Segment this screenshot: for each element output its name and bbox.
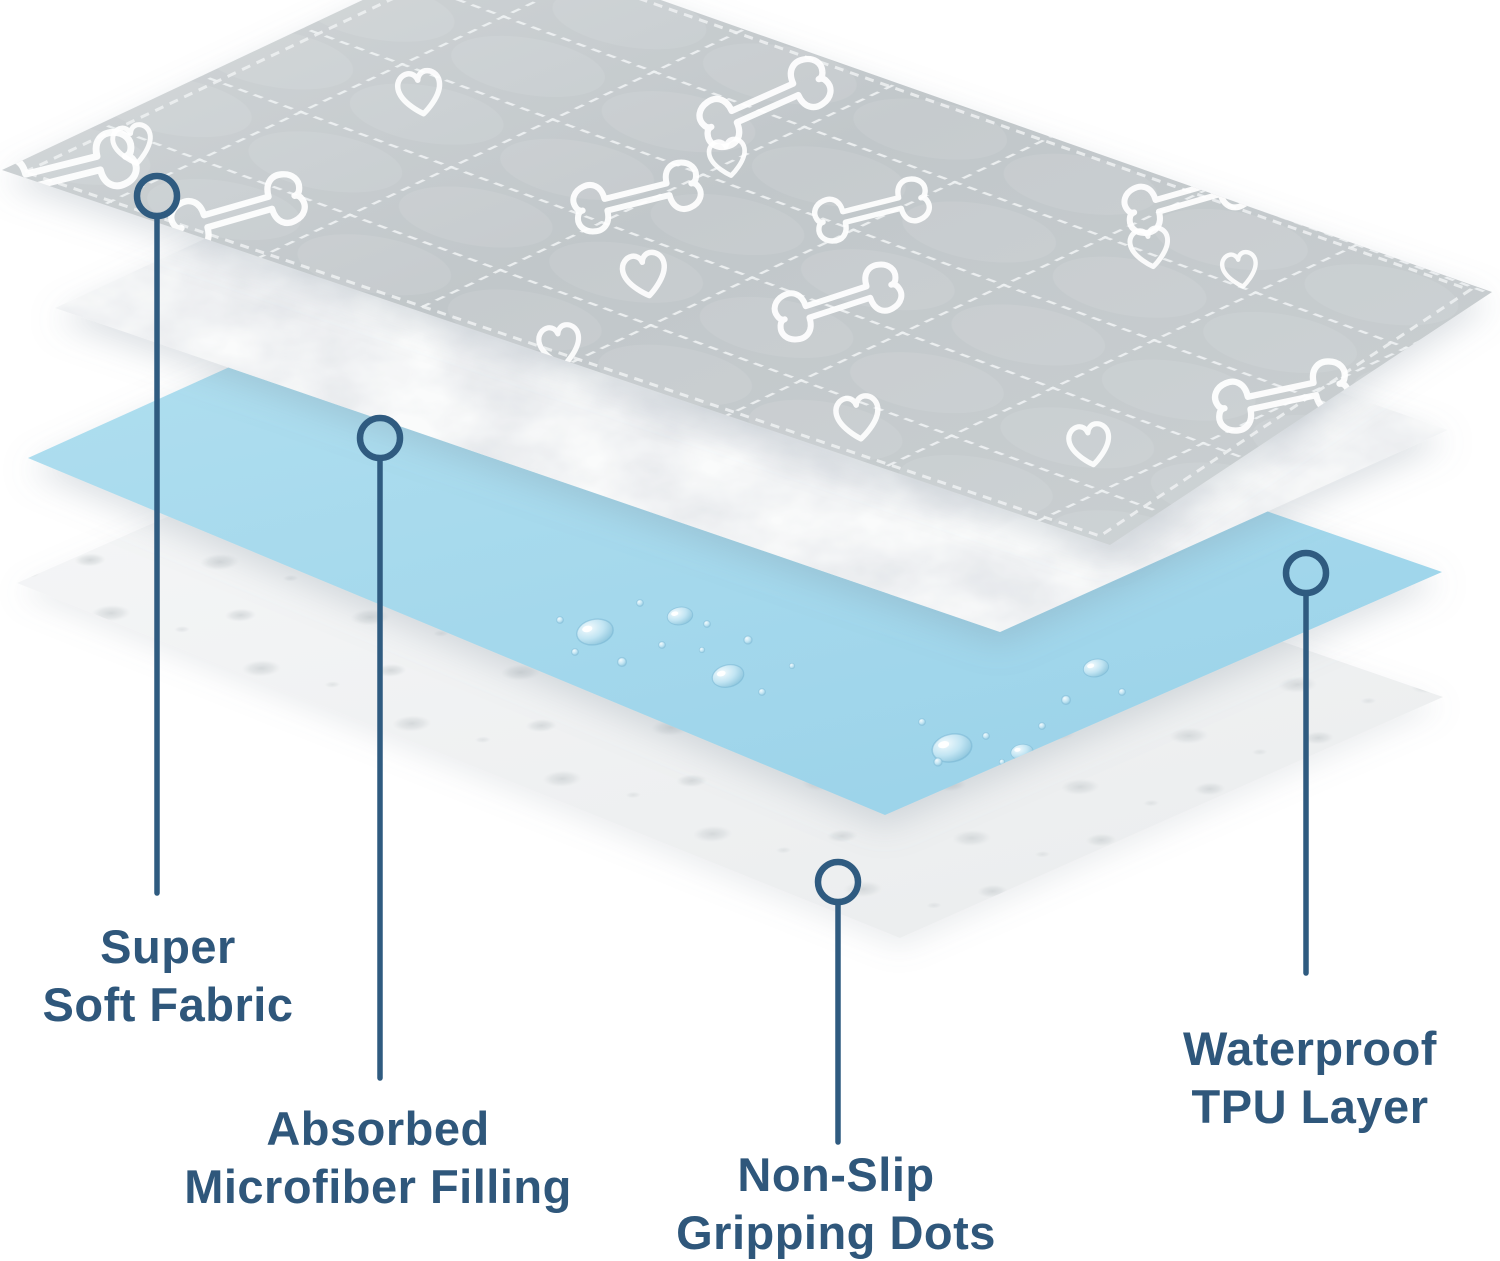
callout-super-soft-fabric xyxy=(133,172,181,896)
border-stitch xyxy=(20,0,1474,538)
label-super-soft-fabric: Super Soft Fabric xyxy=(43,918,294,1035)
callout-gripping-dots xyxy=(814,858,862,1145)
label-waterproof-tpu-layer: Waterproof TPU Layer xyxy=(1183,1020,1437,1137)
callout-tpu-layer xyxy=(1282,549,1330,976)
label-line-1: Absorbed xyxy=(266,1102,490,1155)
label-line-2: Microfiber Filling xyxy=(184,1160,572,1214)
label-line-2: Gripping Dots xyxy=(676,1206,996,1260)
label-line-2: TPU Layer xyxy=(1191,1080,1429,1134)
label-line-2: Soft Fabric xyxy=(42,978,294,1032)
label-line-1: Waterproof xyxy=(1183,1022,1437,1075)
label-line-1: Non-Slip xyxy=(737,1148,935,1201)
layer-quilted-top-fabric xyxy=(2,0,1492,545)
callouts xyxy=(133,172,1330,1145)
callout-microfiber-filling xyxy=(356,414,404,1081)
label-absorbed-microfiber-filling: Absorbed Microfiber Filling xyxy=(184,1100,572,1217)
label-line-1: Super xyxy=(100,920,236,973)
label-non-slip-gripping-dots: Non-Slip Gripping Dots xyxy=(676,1146,996,1261)
